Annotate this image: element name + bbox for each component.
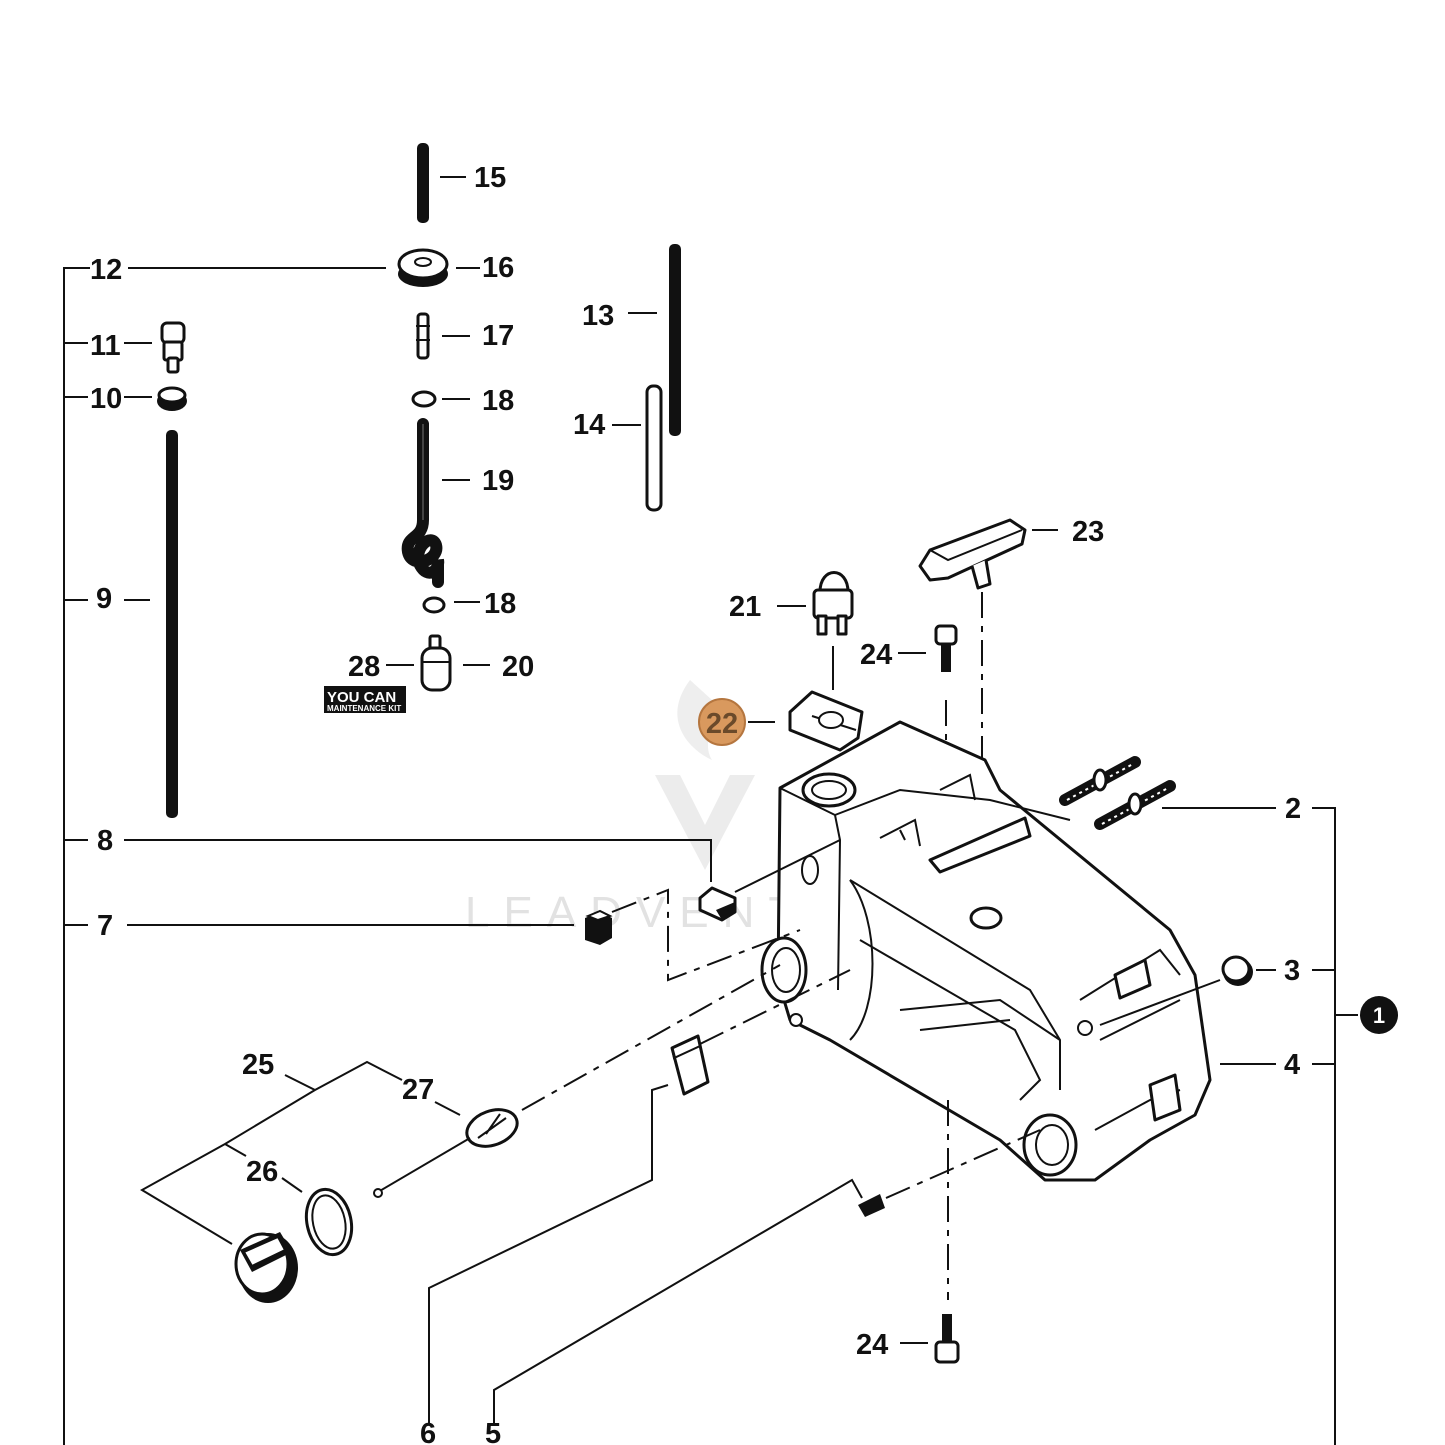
kit-logo-line2: MAINTENANCE KIT bbox=[327, 704, 401, 713]
callout-9: 9 bbox=[96, 583, 112, 615]
part-6-gasket bbox=[670, 1034, 710, 1096]
part-18-oring-top bbox=[411, 390, 437, 408]
part-16-grommet bbox=[397, 248, 449, 287]
part-5-fitting bbox=[858, 1194, 885, 1217]
part-8-clip bbox=[698, 886, 737, 922]
part-13-tube bbox=[669, 244, 681, 436]
callout-18-top: 18 bbox=[482, 385, 514, 417]
callout-26: 26 bbox=[246, 1156, 278, 1188]
part-23-button bbox=[918, 518, 1027, 590]
part-20-filter bbox=[420, 634, 452, 692]
assembly-badge-1: 1 bbox=[1360, 996, 1398, 1034]
callout-23: 23 bbox=[1072, 516, 1104, 548]
part-25-cap bbox=[234, 1232, 298, 1303]
callout-16: 16 bbox=[482, 252, 514, 284]
callout-24-bottom: 24 bbox=[856, 1329, 888, 1361]
part-10-seal bbox=[157, 386, 187, 411]
part-19-hose bbox=[401, 418, 445, 588]
callout-11: 11 bbox=[90, 330, 121, 362]
callout-6: 6 bbox=[420, 1418, 436, 1445]
callout-7: 7 bbox=[97, 910, 113, 942]
callout-25: 25 bbox=[242, 1049, 274, 1081]
callout-3: 3 bbox=[1284, 955, 1300, 987]
callout-8: 8 bbox=[97, 825, 113, 857]
maintenance-kit-logo: YOU CAN MAINTENANCE KIT bbox=[324, 686, 406, 713]
part-24-screw-top bbox=[934, 624, 958, 672]
highlight-marker-22: 22 bbox=[698, 698, 746, 746]
callout-17: 17 bbox=[482, 320, 514, 352]
callout-1: 1 bbox=[1373, 1003, 1385, 1028]
part-18-oring-bottom bbox=[422, 596, 446, 614]
callout-15: 15 bbox=[474, 162, 506, 194]
part-22-cover bbox=[788, 690, 864, 752]
part-21-primer bbox=[812, 571, 854, 636]
callout-28: 28 bbox=[348, 651, 380, 683]
part-24-screw-bottom bbox=[934, 1314, 960, 1364]
part-2-studs bbox=[1059, 756, 1176, 830]
bracket-right bbox=[1312, 807, 1358, 1445]
callout-21: 21 bbox=[729, 591, 761, 623]
callout-12: 12 bbox=[90, 254, 122, 286]
callout-24-top: 24 bbox=[860, 639, 892, 671]
part-7-foam bbox=[585, 909, 613, 945]
part-9-tube bbox=[166, 430, 178, 818]
callout-20: 20 bbox=[502, 651, 534, 683]
callout-19: 19 bbox=[482, 465, 514, 497]
part-14-rod bbox=[645, 384, 663, 512]
callout-4: 4 bbox=[1284, 1049, 1300, 1081]
callout-5: 5 bbox=[485, 1418, 501, 1445]
callout-14: 14 bbox=[573, 409, 605, 441]
callout-2: 2 bbox=[1285, 793, 1301, 825]
callout-10: 10 bbox=[90, 383, 122, 415]
part-27-dipstick bbox=[373, 1108, 519, 1198]
callout-13: 13 bbox=[582, 300, 614, 332]
kit-logo-line1: YOU CAN bbox=[327, 689, 396, 706]
callout-27: 27 bbox=[402, 1074, 434, 1106]
part-3-cap bbox=[1221, 955, 1253, 986]
callout-22: 22 bbox=[706, 708, 738, 740]
part-17-connector bbox=[416, 312, 430, 360]
part-11-plug bbox=[160, 321, 186, 374]
oil-tank-housing bbox=[760, 720, 1212, 1182]
callout-18-bottom: 18 bbox=[484, 588, 516, 620]
bracket-left bbox=[63, 267, 90, 1445]
part-15-pipe bbox=[417, 143, 429, 223]
